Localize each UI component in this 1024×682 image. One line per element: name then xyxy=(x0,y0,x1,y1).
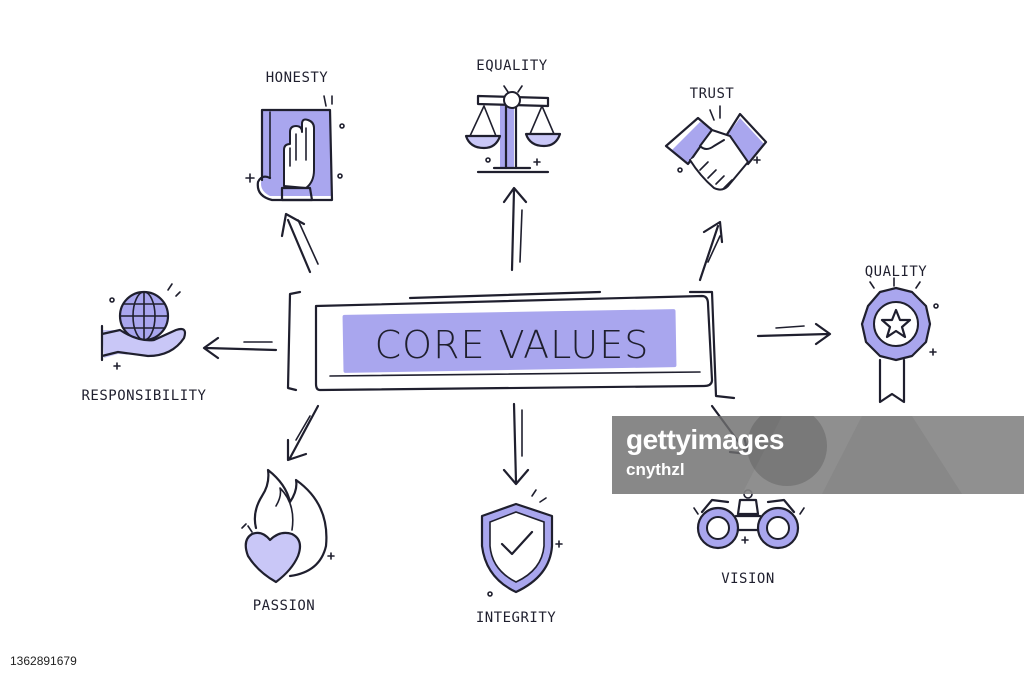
hand-on-book-icon xyxy=(245,95,345,202)
node-label-honesty: HONESTY xyxy=(266,70,329,86)
center-box: CORE VALUES xyxy=(286,290,736,400)
handshake-icon xyxy=(664,105,768,191)
award-ribbon-icon xyxy=(860,277,939,404)
node-label-responsibility: RESPONSIBILITY xyxy=(81,388,206,404)
arrow-responsibility xyxy=(202,336,278,360)
node-label-integrity: INTEGRITY xyxy=(476,610,556,626)
node-label-quality: QUALITY xyxy=(865,264,928,280)
image-id-label: 1362891679 xyxy=(8,654,79,668)
arrow-quality xyxy=(756,322,832,346)
binoculars-icon xyxy=(693,489,805,550)
node-label-passion: PASSION xyxy=(253,598,316,614)
arrow-passion xyxy=(286,404,320,462)
arrow-equality xyxy=(502,186,528,272)
heart-flame-icon xyxy=(241,468,335,584)
center-title: CORE VALUES xyxy=(375,323,650,367)
watermark-shapes xyxy=(742,416,1024,494)
node-label-vision: VISION xyxy=(721,571,775,587)
watermark-brand: gettyimages xyxy=(626,424,784,455)
scales-icon xyxy=(464,85,562,174)
arrow-trust xyxy=(698,220,724,282)
arrow-integrity xyxy=(502,402,530,486)
hand-holding-globe-icon xyxy=(100,283,187,370)
watermark-banner: gettyimages cnythzl xyxy=(612,416,1024,494)
node-label-trust: TRUST xyxy=(690,86,735,102)
node-label-equality: EQUALITY xyxy=(476,58,548,74)
arrow-honesty xyxy=(280,212,312,274)
shield-check-icon xyxy=(480,489,563,597)
watermark-credit: cnythzl xyxy=(626,460,685,479)
